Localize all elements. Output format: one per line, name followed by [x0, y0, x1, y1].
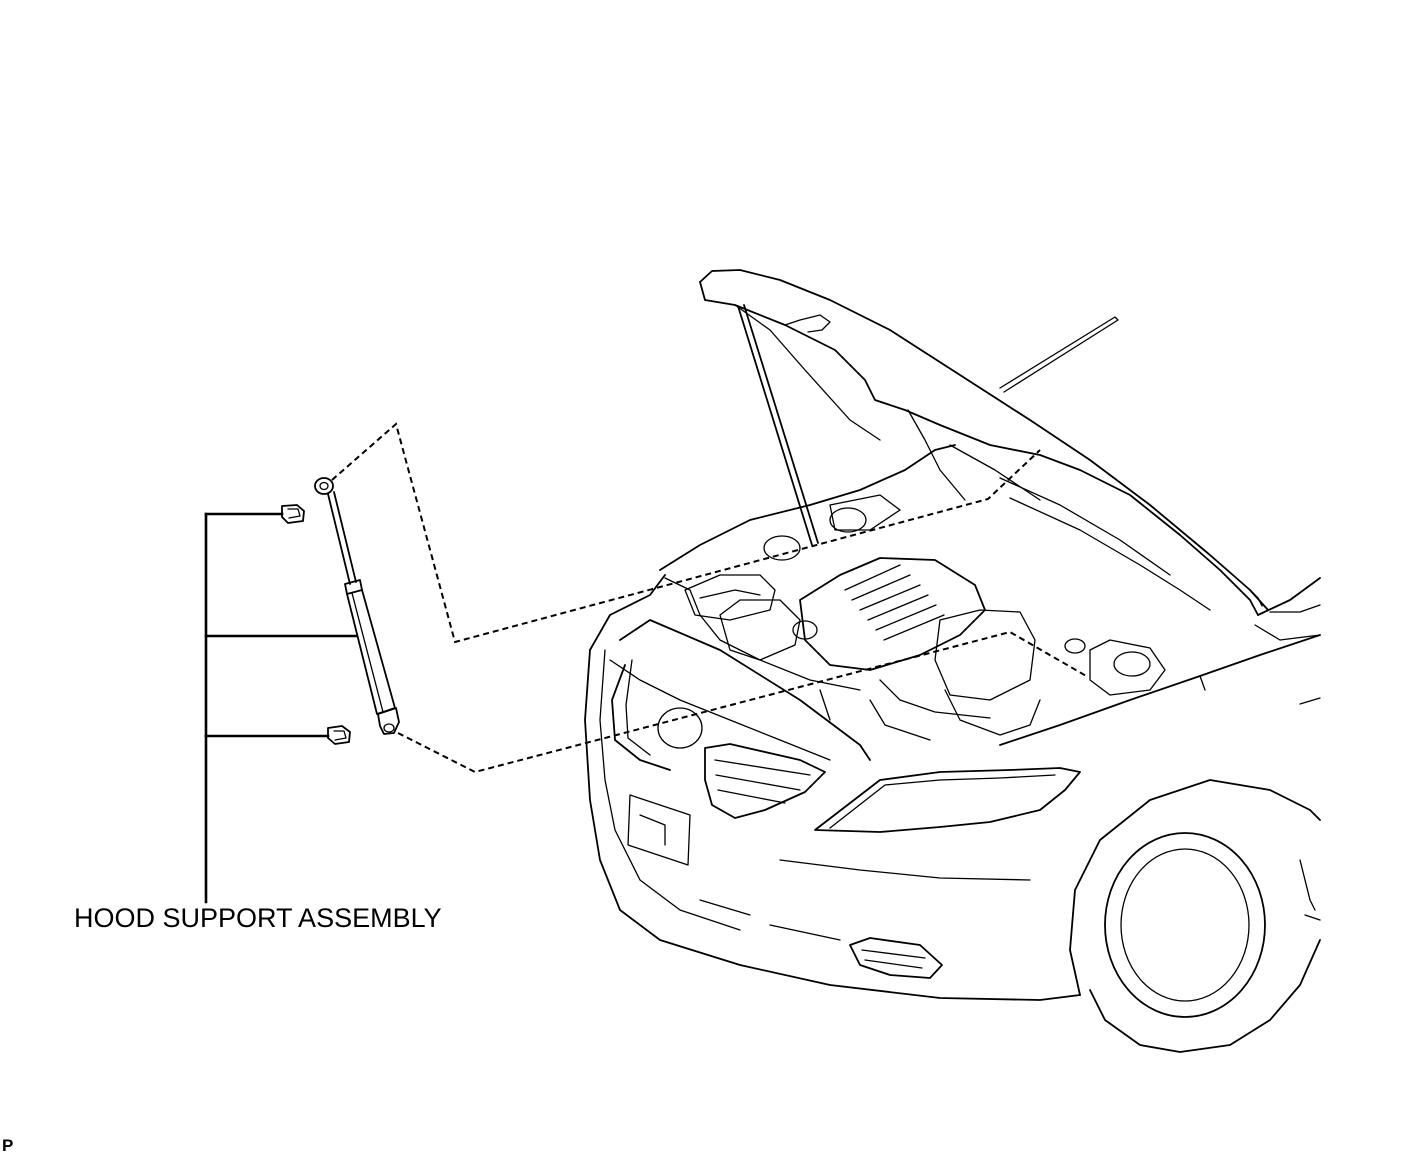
leader-lines	[331, 422, 1089, 774]
callout-bracket	[204, 512, 358, 904]
fender	[999, 577, 1321, 746]
lower-retainer-clip	[327, 725, 351, 745]
windshield-edge	[999, 316, 1119, 393]
upper-retainer-clip	[281, 504, 305, 524]
vehicle-front-engine-bay	[584, 269, 1321, 1053]
callout-label: HOOD SUPPORT ASSEMBLY	[74, 903, 442, 933]
engine-bay	[659, 444, 1166, 741]
front-wheel	[1069, 779, 1321, 1053]
front-body	[584, 574, 1081, 1001]
hood-support-strut	[314, 477, 400, 735]
open-hood	[699, 269, 1269, 616]
hood-prop-rod	[737, 304, 819, 546]
page-marker: P	[2, 1136, 14, 1155]
